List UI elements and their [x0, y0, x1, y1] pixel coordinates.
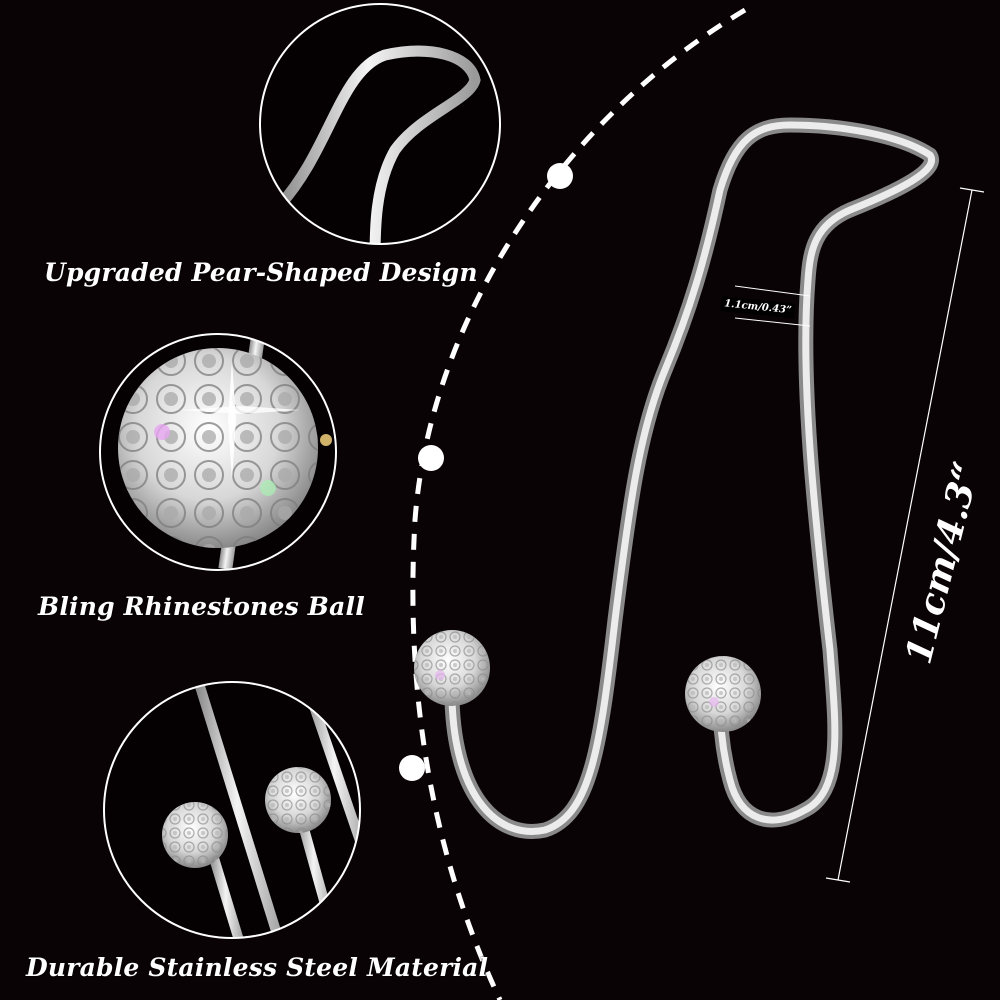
feature-caption-stainless-steel: Durable Stainless Steel Material [26, 953, 489, 982]
pear-shape-closeup-icon [259, 3, 501, 245]
rhinestone-ball-right [685, 656, 761, 732]
divider-dot-2 [418, 445, 444, 471]
height-dimension-marker [825, 187, 985, 883]
rhinestone-ball-closeup-icon [99, 333, 337, 571]
divider-dot-1 [547, 163, 573, 189]
rhinestone-shower-hook-product [414, 117, 939, 839]
divider-dot-3 [399, 755, 425, 781]
stainless-steel-closeup-icon [103, 681, 361, 939]
width-dimension-marker [734, 285, 811, 327]
rhinestone-ball-left [414, 630, 490, 706]
feature-caption-pear-design: Upgraded Pear-Shaped Design [44, 258, 478, 287]
feature-caption-rhinestone-ball: Bling Rhinestones Ball [38, 592, 365, 621]
dashed-divider-arc [399, 7, 747, 1000]
